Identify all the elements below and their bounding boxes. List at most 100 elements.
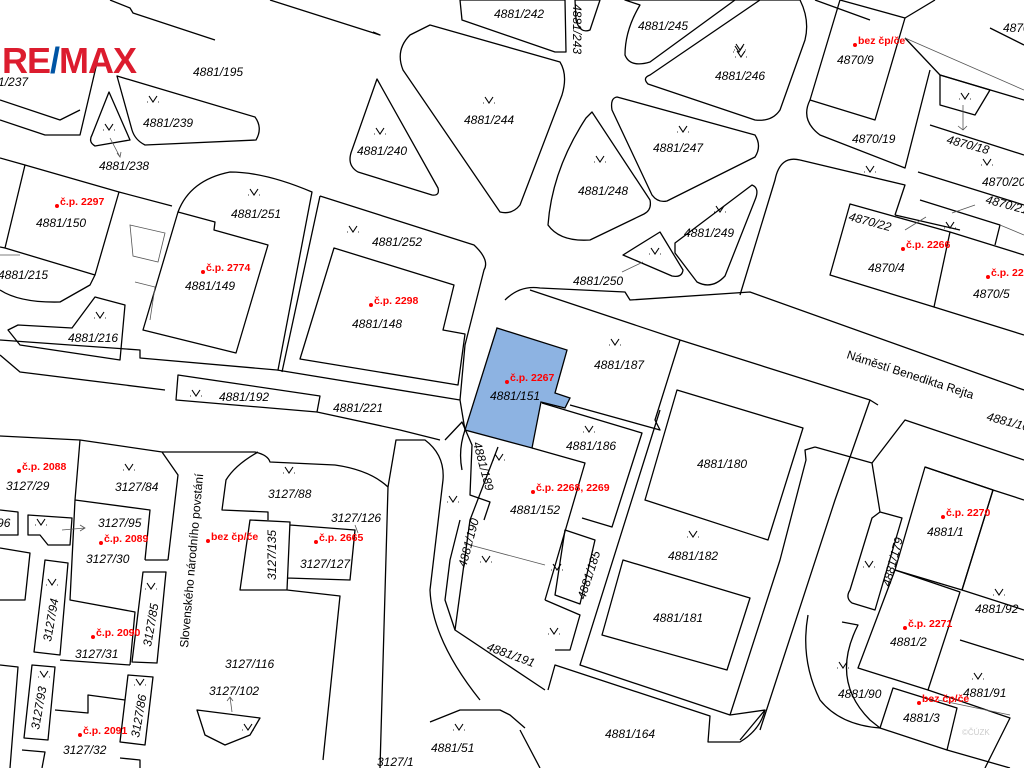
garden-symbol-icon (347, 225, 359, 233)
parcel-number-label[interactable]: 4881/248 (578, 184, 628, 198)
parcel-number-label[interactable]: 3127/127 (300, 557, 351, 571)
parcel-number-label[interactable]: 4881/221 (333, 401, 383, 415)
parcel-number-label[interactable]: 4881/185 (575, 549, 604, 601)
parcel-number-label[interactable]: 4870/9 (837, 53, 874, 67)
parcel-number-label[interactable]: 4870/22 (847, 209, 893, 234)
parcel-number-label[interactable]: 3127/94 (40, 597, 61, 642)
parcel-boundary (7, 296, 126, 361)
parcel-boundary (814, 419, 1024, 611)
parcel-number-label[interactable]: 4881/215 (0, 268, 48, 282)
building-4881-2 (857, 569, 961, 691)
house-number-label: bez čp/če (211, 531, 258, 543)
parcel-number-label[interactable]: 4881/237 (0, 75, 29, 89)
parcel-number-label[interactable]: 4881/149 (185, 279, 235, 293)
parcel-number-label[interactable]: 4881/242 (494, 7, 544, 21)
parcel-number-label[interactable]: 4881/92 (975, 602, 1019, 616)
parcel-number-label[interactable]: 4881/252 (372, 235, 422, 249)
address-point-marker (941, 515, 945, 519)
parcel-number-label[interactable]: 4881/195 (193, 65, 243, 79)
parcel-number-label[interactable]: 4881/238 (99, 159, 149, 173)
address-point-marker (17, 469, 21, 473)
parcel-number-label[interactable]: 4870/18 (945, 132, 991, 157)
parcel-number-label[interactable]: 3127/96 (0, 516, 11, 530)
parcel-number-label[interactable]: 3127/95 (98, 516, 142, 530)
parcel-boundary (610, 96, 760, 203)
parcel-number-label[interactable]: 4881/186 (566, 439, 616, 453)
parcel-number-label[interactable]: 4881/152 (510, 503, 560, 517)
parcel-number-label[interactable]: 4881/151 (490, 389, 540, 403)
parcel-number-label[interactable]: 4881/150 (36, 216, 86, 230)
parcel-number-label[interactable]: 3127/31 (75, 647, 118, 661)
parcel-boundary (444, 421, 491, 631)
parcel-number-label[interactable]: 4881/191 (485, 640, 537, 670)
house-number-label: č.p. 2298 (374, 295, 419, 307)
parcel-number-label[interactable]: 4870 (1003, 21, 1024, 35)
parcel-number-label[interactable]: 3127/135 (265, 530, 279, 580)
building-4881-180 (644, 389, 804, 541)
parcel-number-label[interactable]: 4881/250 (573, 274, 623, 288)
parcel-number-label[interactable]: 4881/249 (684, 226, 734, 240)
parcel-number-label[interactable]: 3127/29 (6, 479, 50, 493)
parcel-number-label[interactable]: 3127/93 (28, 685, 49, 730)
parcel-number-label[interactable]: 3127/84 (115, 480, 159, 494)
parcel-number-label[interactable]: 4881/1 (927, 525, 964, 539)
parcel-number-label[interactable]: 4881/179 (879, 535, 906, 587)
parcel-number-label[interactable]: 4870/20 (982, 175, 1024, 189)
parcel-number-label[interactable]: 4881/189 (470, 440, 497, 492)
parcel-number-label[interactable]: 4881/251 (231, 207, 281, 221)
parcel-boundary (674, 184, 758, 286)
parcel-number-label[interactable]: 4881/3 (903, 711, 940, 725)
parcel-number-label[interactable]: 4870/4 (868, 261, 905, 275)
house-number-label: č.p. 2089 (104, 533, 149, 545)
parcel-number-label[interactable]: 4881/167 (985, 409, 1024, 436)
garden-symbol-icon (864, 165, 876, 173)
parcel-number-label[interactable]: 3127/126 (331, 511, 381, 525)
parcel-number-label[interactable]: 4881/182 (668, 549, 718, 563)
building-4881-181 (601, 559, 751, 671)
parcel-number-label[interactable]: 4870/19 (852, 132, 896, 146)
building-4881-148 (299, 247, 466, 386)
parcel-number-label[interactable]: 4881/244 (464, 113, 514, 127)
parcel-number-label[interactable]: 4881/2 (890, 635, 927, 649)
garden-symbol-icon (493, 453, 505, 461)
parcel-number-label[interactable]: 4881/247 (653, 141, 704, 155)
parcel-number-label[interactable]: 4881/180 (697, 457, 747, 471)
street-name-namesti-benedikta-rejta: Náměstí Benedikta Rejta (845, 348, 976, 402)
parcel-number-label[interactable]: 3127/102 (209, 684, 259, 698)
house-number-label: č.p. 2774 (206, 262, 251, 274)
house-number-label: č.p. 2267 (510, 372, 555, 384)
remax-logo: RE/MAX (2, 40, 137, 82)
parcel-number-label[interactable]: 4881/187 (594, 358, 645, 372)
parcel-number-label[interactable]: 4870/21 (984, 192, 1024, 217)
parcel-number-label[interactable]: 4881/148 (352, 317, 402, 331)
building-4881-149 (142, 211, 269, 354)
parcel-boundary (454, 402, 643, 691)
parcel-number-label[interactable]: 4881/181 (653, 611, 703, 625)
parcel-number-label[interactable]: 3127/88 (268, 487, 312, 501)
parcel-number-label[interactable]: 4881/192 (219, 390, 269, 404)
parcel-number-label[interactable]: 3127/1 (377, 755, 414, 768)
parcel-number-label[interactable]: 3127/32 (63, 743, 107, 757)
parcel-number-label[interactable]: 4881/164 (605, 727, 655, 741)
parcel-number-label[interactable]: 4881/216 (68, 331, 118, 345)
parcel-number-label[interactable]: 4881/245 (638, 19, 688, 33)
parcel-boundary (700, 0, 1024, 101)
parcel-number-label[interactable]: 4881/243 (570, 4, 584, 54)
garden-symbol-icon (46, 578, 58, 586)
parcel-number-label[interactable]: 3127/116 (225, 657, 274, 671)
address-point-marker (917, 701, 921, 705)
parcel-number-label[interactable]: 4881/90 (838, 687, 882, 701)
parcel-number-label[interactable]: 4881/239 (143, 116, 193, 130)
parcel-number-label[interactable]: 3127/30 (86, 552, 130, 566)
parcel-number-label[interactable]: 4881/91 (963, 686, 1006, 700)
parcel-number-label[interactable]: 3127/85 (140, 602, 161, 647)
parcel-boundary (739, 158, 1024, 336)
parcel-number-label[interactable]: 4881/246 (715, 69, 765, 83)
parcel-number-label[interactable]: 4870/5 (973, 287, 1010, 301)
parcel-number-label[interactable]: 4881/51 (431, 741, 474, 755)
selected-parcel-4881-151[interactable] (464, 327, 571, 449)
house-number-label: č.p. 2091 (83, 725, 128, 737)
parcel-number-label[interactable]: 4881/240 (357, 144, 407, 158)
